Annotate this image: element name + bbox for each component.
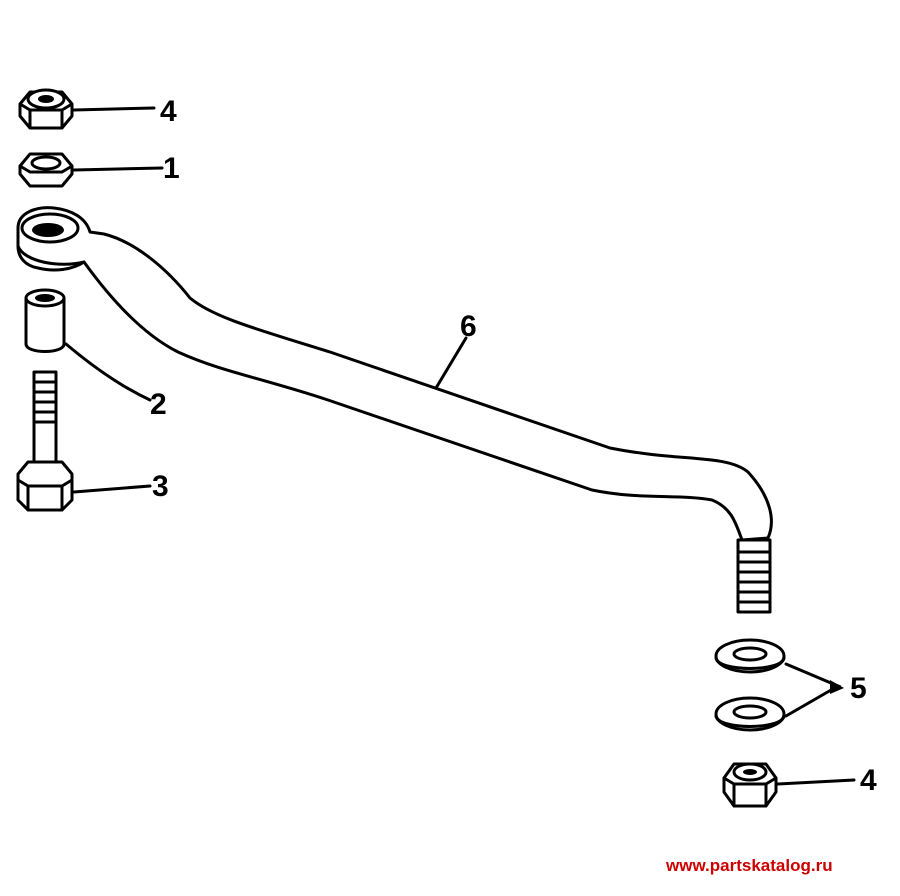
callout-nut-bottom: 4 [860,764,877,797]
callout-washer-top: 1 [163,152,180,185]
bolt [16,370,74,512]
watermark: www.partskatalog.ru [666,856,833,875]
leader-nut-top [72,106,156,112]
washer-top [18,152,74,188]
steering-link [16,206,773,614]
callout-spacer: 2 [150,388,167,421]
leader-nut-bottom [776,778,856,786]
leader-spacer [64,342,152,402]
lock-nut-top [18,88,74,130]
callout-washers-bottom: 5 [850,672,867,705]
spacer-sleeve [24,288,66,353]
leader-washer-top [72,166,164,172]
washers-bottom [714,638,786,732]
lock-nut-bottom [722,762,778,808]
leader-steering-link [434,336,468,390]
leader-arrow-washers [830,680,844,694]
callout-bolt: 3 [152,470,169,503]
leader-bolt [72,484,152,494]
callout-nut-top: 4 [160,95,177,128]
callout-steering-link: 6 [460,310,477,343]
